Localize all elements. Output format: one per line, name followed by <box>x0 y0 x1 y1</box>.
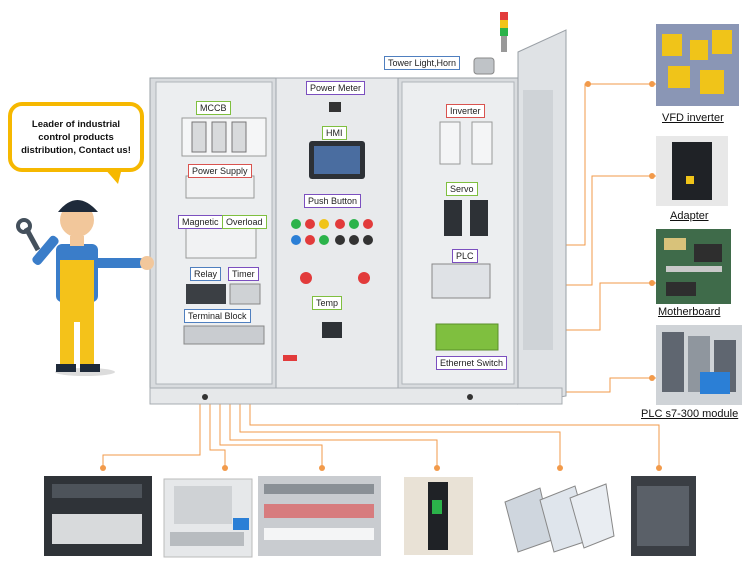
connector-bottom-3 <box>219 400 323 470</box>
connector-bottom-5 <box>239 400 561 470</box>
product-motherboard-image <box>656 229 731 304</box>
label-mccb: MCCB <box>196 101 231 115</box>
label-ethernet-switch: Ethernet Switch <box>436 356 508 370</box>
label-temp: Temp <box>312 296 343 310</box>
bottom-product-2 <box>163 478 253 558</box>
bottom-product-5 <box>500 481 615 555</box>
bottom-product-6 <box>631 476 696 556</box>
label-power-meter: Power Meter <box>306 81 366 95</box>
label-push-button: Push Button <box>304 194 362 208</box>
product-plc-module-image <box>656 325 742 405</box>
label-power-supply: Power Supply <box>188 164 252 178</box>
label-overload: Overload <box>222 215 267 229</box>
label-servo: Servo <box>446 182 478 196</box>
control-cabinet <box>149 12 567 405</box>
connector-bottom-2 <box>209 400 226 470</box>
connector-bottom-1 <box>102 400 201 470</box>
promo-speech-bubble: Leader of industrial control products di… <box>8 102 144 172</box>
label-plc: PLC <box>452 249 478 263</box>
promo-text: Leader of industrial control products di… <box>21 118 131 156</box>
caption-adapter: Adapter <box>670 210 709 222</box>
caption-motherboard: Motherboard <box>658 306 721 318</box>
push-buttons <box>291 219 373 284</box>
label-hmi: HMI <box>322 126 347 140</box>
label-inverter: Inverter <box>446 104 485 118</box>
label-magnetic: Magnetic <box>178 215 223 229</box>
bottom-product-1 <box>44 476 152 556</box>
speech-bubble-tail <box>104 168 122 184</box>
bottom-product-4 <box>404 477 473 555</box>
caption-vfd-inverter: VFD inverter <box>662 112 724 124</box>
label-terminal-block: Terminal Block <box>184 309 251 323</box>
product-adapter-image <box>656 136 728 206</box>
label-relay: Relay <box>190 267 222 281</box>
label-timer: Timer <box>228 267 259 281</box>
product-vfd-image <box>656 24 739 106</box>
label-tower-light: Tower Light,Horn <box>384 56 461 70</box>
bottom-product-3 <box>258 476 381 556</box>
caption-plc-s7-300: PLC s7-300 module <box>641 408 739 420</box>
connector-dots <box>100 81 662 471</box>
connector-bottom-6 <box>249 400 660 470</box>
worker-mascot <box>16 200 154 376</box>
connector-bottom-4 <box>229 400 438 470</box>
